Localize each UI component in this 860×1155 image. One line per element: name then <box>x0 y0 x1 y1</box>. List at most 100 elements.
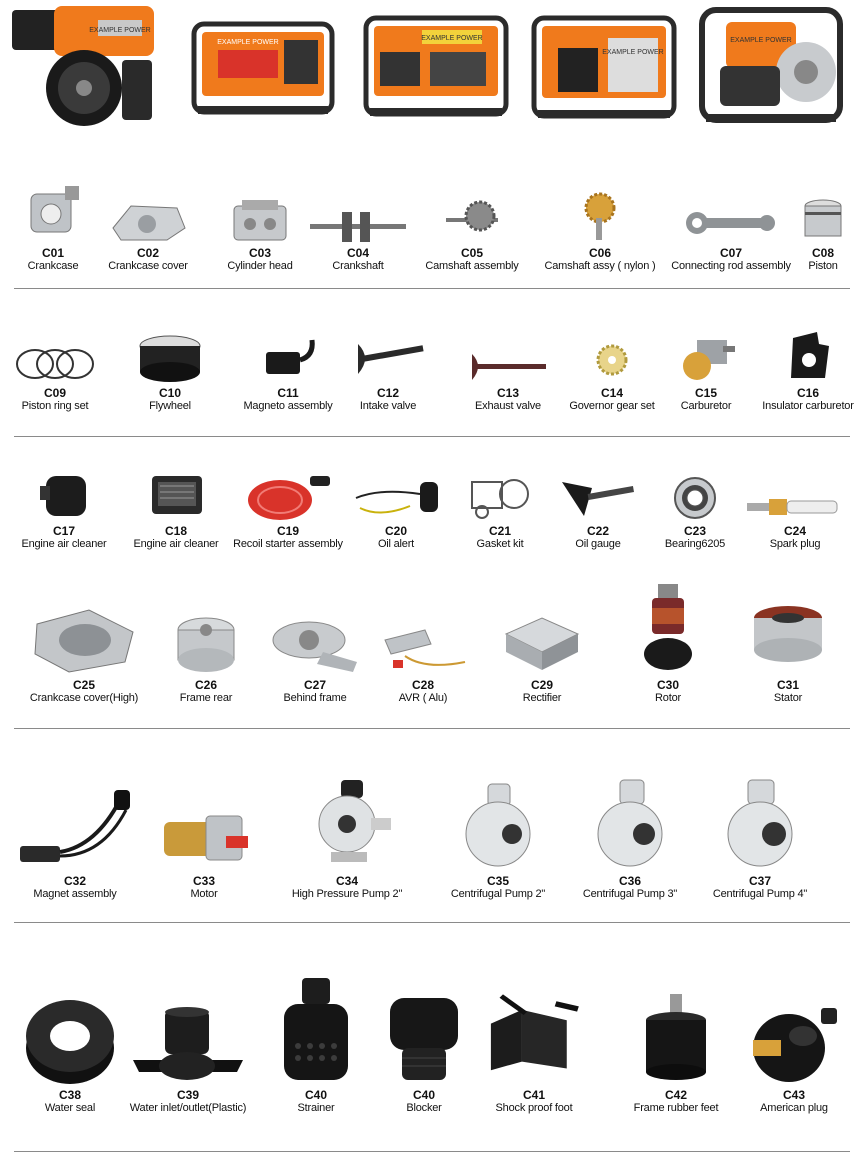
part-c20: C20 Oil alert <box>346 440 446 551</box>
crankcase-icon <box>30 186 79 233</box>
american-plug-icon <box>753 1008 837 1082</box>
part-name: Camshaft assembly <box>425 260 519 272</box>
part-name: Behind frame <box>283 692 347 704</box>
part-name: Engine air cleaner <box>133 538 219 550</box>
part-c40-blocker: C40 Blocker <box>374 946 474 1115</box>
part-c31: C31 Stator <box>738 568 838 705</box>
spark-plug-icon <box>747 499 838 515</box>
high-pressure-pump-icon <box>318 780 391 862</box>
part-code: C22 <box>586 524 609 538</box>
part-code: C10 <box>158 386 181 400</box>
part-c01: C01 Crankcase <box>8 160 98 273</box>
part-code: C17 <box>52 524 75 538</box>
part-name: Governor gear set <box>569 400 655 412</box>
engine-brand: EXAMPLE POWER <box>89 27 150 34</box>
part-c12: C12 Intake valve <box>348 306 428 413</box>
behind-frame-icon <box>272 621 357 672</box>
part-name: Carburetor <box>680 400 732 412</box>
part-code: C01 <box>41 246 64 260</box>
part-name: Magneto assembly <box>243 400 333 412</box>
part-name: Frame rubber feet <box>633 1102 719 1114</box>
camshaft-nylon-icon <box>584 192 616 240</box>
camshaft-icon <box>446 200 498 232</box>
part-name: Engine air cleaner <box>21 538 107 550</box>
part-name: Piston <box>808 260 838 272</box>
engine-icon: EXAMPLE POWER <box>10 2 158 135</box>
part-code: C05 <box>460 246 483 260</box>
row-divider <box>14 922 850 923</box>
parts-row-1: C01 Crankcase C02 Crankcase cover C03 Cy… <box>0 160 860 290</box>
connecting-rod-icon <box>686 212 775 234</box>
part-code: C03 <box>248 246 271 260</box>
part-name: Shock proof foot <box>495 1102 573 1114</box>
part-c39: C39 Water inlet/outlet(Plastic) <box>122 946 254 1115</box>
part-c43: C43 American plug <box>744 946 844 1115</box>
part-name: Motor <box>190 888 218 900</box>
part-c25: C25 Crankcase cover(High) <box>16 568 152 705</box>
part-c23: C23 Bearing6205 <box>650 440 740 551</box>
part-code: C07 <box>719 246 742 260</box>
part-c42: C42 Frame rubber feet <box>624 946 728 1115</box>
part-c40-strainer: C40 Strainer <box>266 946 366 1115</box>
part-code: C27 <box>303 678 326 692</box>
part-name: Camshaft assy ( nylon ) <box>544 260 656 272</box>
part-c33: C33 Motor <box>154 752 254 901</box>
part-code: C19 <box>276 524 299 538</box>
bearing-icon <box>674 477 716 519</box>
water-inlet-icon <box>133 1007 243 1080</box>
oil-alert-icon <box>355 482 438 514</box>
part-c18: C18 Engine air cleaner <box>124 440 228 551</box>
crankcase-cover-high-icon <box>34 609 134 673</box>
cylinder-head-icon <box>233 200 287 241</box>
part-name: Cylinder head <box>227 260 293 272</box>
part-code: C13 <box>496 386 519 400</box>
exhaust-valve-icon <box>472 354 546 380</box>
part-name: Connecting rod assembly <box>671 260 791 272</box>
part-name: Magnet assembly <box>33 888 117 900</box>
part-name: Spark plug <box>769 538 821 550</box>
generator-brand-2: EXAMPLE POWER <box>421 35 482 42</box>
part-code: C23 <box>683 524 706 538</box>
part-code: C36 <box>618 874 641 888</box>
part-c04: C04 Crankshaft <box>308 160 408 273</box>
generator-brand-1: EXAMPLE POWER <box>217 39 278 46</box>
part-name: Gasket kit <box>476 538 524 550</box>
part-c35: C35 Centrifugal Pump 2" <box>438 752 558 901</box>
part-name: Centrifugal Pump 2" <box>450 888 546 900</box>
part-code: C14 <box>600 386 623 400</box>
part-name: Intake valve <box>359 400 417 412</box>
part-code: C06 <box>588 246 611 260</box>
part-c37: C37 Centrifugal Pump 4" <box>700 752 820 901</box>
recoil-starter-icon <box>248 476 330 520</box>
part-code: C15 <box>694 386 717 400</box>
blocker-icon <box>390 998 458 1080</box>
row-divider <box>14 728 850 729</box>
parts-row-5: C32 Magnet assembly C33 Motor C34 High P… <box>0 752 860 924</box>
part-c08: C08 Piston <box>798 160 848 273</box>
part-c03: C03 Cylinder head <box>212 160 308 273</box>
carburetor-icon <box>683 340 735 380</box>
part-name: Blocker <box>406 1102 442 1114</box>
parts-row-3: C17 Engine air cleaner C18 Engine air cl… <box>0 440 860 565</box>
frame-rear-icon <box>177 617 235 672</box>
row-divider <box>14 1151 850 1152</box>
part-code: C21 <box>488 524 511 538</box>
part-code: C30 <box>656 678 679 692</box>
part-name: Rotor <box>655 692 681 704</box>
air-cleaner-box-icon <box>152 476 202 514</box>
part-code: C37 <box>748 874 771 888</box>
part-name: Crankcase cover <box>108 260 188 272</box>
part-name: Crankcase <box>27 260 79 272</box>
product-banner: EXAMPLE POWER EXAMPLE POWER EXAMPLE POWE… <box>0 0 860 135</box>
part-c16: C16 Insulator carburetor <box>758 306 858 413</box>
part-name: Frame rear <box>179 692 233 704</box>
part-name: Centrifugal Pump 4" <box>712 888 808 900</box>
part-c09: C09 Piston ring set <box>10 306 100 413</box>
part-code: C04 <box>346 246 369 260</box>
pump-brand: EXAMPLE POWER <box>730 37 791 44</box>
parts-row-2: C09 Piston ring set C10 Flywheel C11 Mag… <box>0 306 860 437</box>
part-name: Water inlet/outlet(Plastic) <box>129 1102 247 1114</box>
intake-valve-icon <box>358 344 424 374</box>
magneto-icon <box>266 339 315 374</box>
shock-foot-icon <box>490 994 579 1071</box>
